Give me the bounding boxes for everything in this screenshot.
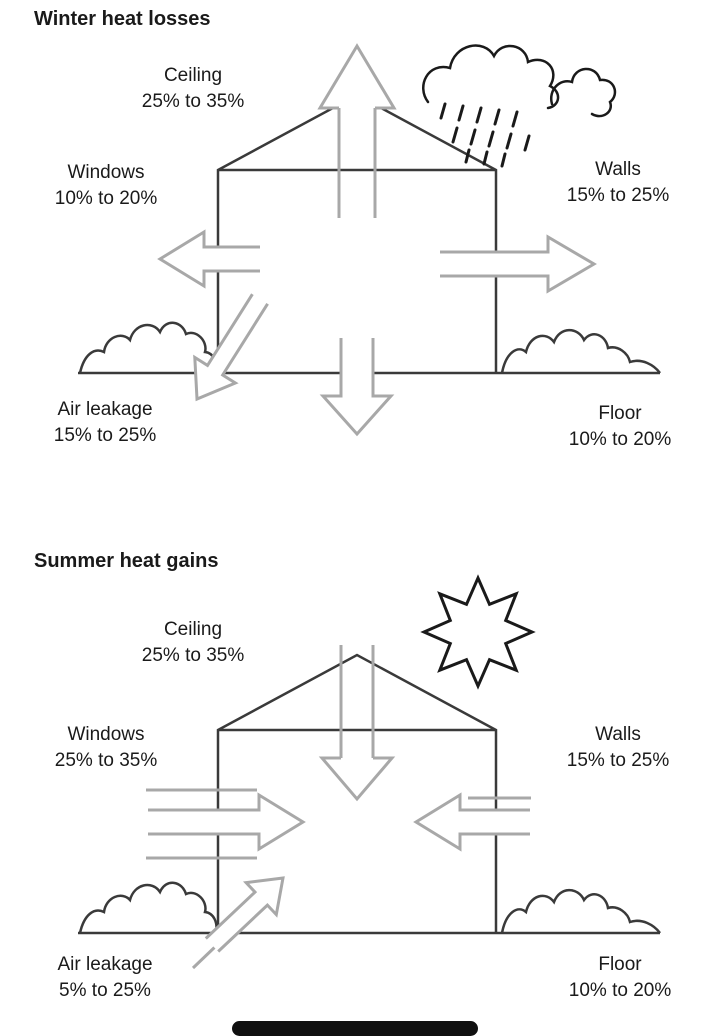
winter-air-leakage-arrow-icon [193, 293, 269, 402]
summer-floor-value: 10% to 20% [568, 980, 672, 1001]
summer-title: Summer heat gains [34, 550, 219, 572]
summer-walls-name: Walls [595, 724, 641, 745]
summer-floor-name: Floor [598, 954, 642, 975]
winter-windows-arrow-icon [157, 229, 260, 289]
summer-diagram-art [78, 574, 662, 970]
winter-title: Winter heat losses [34, 8, 211, 30]
summer-walls-arrow-icon [413, 792, 531, 852]
summer-windows-value: 25% to 35% [54, 750, 158, 771]
summer-ceiling-name: Ceiling [163, 619, 223, 640]
summer-windows-name: Windows [67, 724, 145, 745]
winter-ceiling-arrow-icon [317, 43, 397, 218]
summer-left-bush-icon [78, 881, 218, 935]
summer-right-bush-icon [500, 888, 662, 935]
winter-walls-arrow-icon [440, 234, 597, 294]
winter-floor-label: Floor 10% to 20% [530, 401, 710, 453]
winter-air-leakage-label: Air leakage 15% to 25% [15, 397, 195, 449]
winter-ceiling-value: 25% to 35% [141, 91, 245, 112]
summer-air-leakage-name: Air leakage [57, 954, 153, 975]
winter-air-leakage-value: 15% to 25% [53, 425, 157, 446]
winter-floor-name: Floor [598, 403, 642, 424]
bottom-bar [232, 1021, 478, 1036]
summer-floor-label: Floor 10% to 20% [530, 952, 710, 1004]
summer-ceiling-label: Ceiling 25% to 35% [103, 617, 283, 669]
winter-diagram-art [78, 43, 662, 437]
winter-walls-name: Walls [595, 159, 641, 180]
winter-windows-name: Windows [67, 162, 145, 183]
rain-cloud-icon [422, 44, 617, 118]
summer-windows-label: Windows 25% to 35% [16, 722, 196, 774]
winter-floor-value: 10% to 20% [568, 429, 672, 450]
winter-air-leakage-name: Air leakage [57, 399, 153, 420]
sun-icon [420, 574, 536, 690]
summer-walls-value: 15% to 25% [566, 750, 670, 771]
winter-walls-value: 15% to 25% [566, 185, 670, 206]
winter-walls-label: Walls 15% to 25% [528, 157, 708, 209]
summer-air-leakage-label: Air leakage 5% to 25% [15, 952, 195, 1004]
summer-air-leakage-value: 5% to 25% [59, 980, 151, 1001]
rain-icon [439, 102, 531, 168]
summer-walls-label: Walls 15% to 25% [528, 722, 708, 774]
winter-ceiling-name: Ceiling [163, 65, 223, 86]
summer-ceiling-arrow-icon [318, 645, 396, 802]
winter-floor-arrow-icon [319, 338, 395, 437]
summer-windows-arrow-icon [146, 788, 306, 860]
summer-ceiling-value: 25% to 35% [141, 645, 245, 666]
winter-windows-label: Windows 10% to 20% [16, 160, 196, 212]
winter-ceiling-label: Ceiling 25% to 35% [103, 63, 283, 115]
summer-air-leakage-arrow-icon [191, 876, 285, 970]
winter-right-bush-icon [500, 328, 662, 375]
winter-windows-value: 10% to 20% [54, 188, 158, 209]
